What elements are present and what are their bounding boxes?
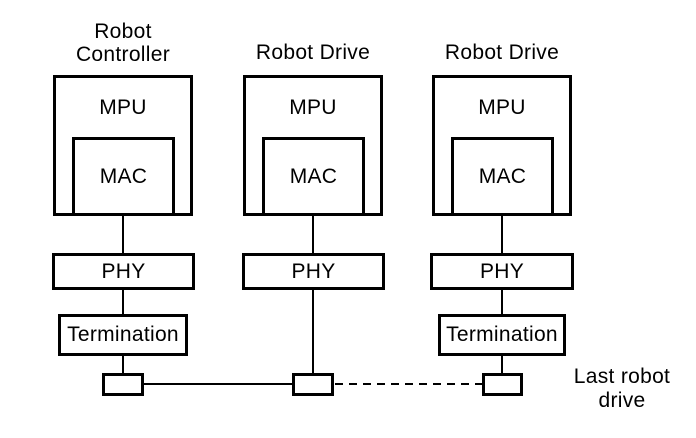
mac-label: MAC	[289, 164, 338, 188]
connector-phy-termination-1	[122, 290, 124, 314]
mac-label: MAC	[99, 164, 148, 188]
last-robot-drive-label-line1: Last robot	[573, 365, 671, 388]
bus-node-3	[482, 373, 523, 396]
termination-label: Termination	[446, 323, 558, 346]
mpu-box-controller: MPU MAC	[53, 75, 193, 216]
phy-label: PHY	[479, 259, 525, 283]
connector-phy-termination-3	[501, 290, 503, 314]
bus-node-1	[102, 373, 144, 396]
mac-box-drive-2: MAC	[451, 137, 554, 216]
connector-mpu-phy-2	[312, 216, 314, 253]
mpu-box-drive-1: MPU MAC	[243, 75, 383, 216]
mpu-label-area: MPU	[435, 78, 569, 137]
robot-controller-title: Robot Controller	[53, 20, 193, 66]
phy-box-controller: PHY	[52, 253, 195, 290]
connector-termination-node-3	[501, 356, 503, 373]
mac-box-drive-1: MAC	[262, 137, 365, 216]
termination-box-controller: Termination	[58, 314, 188, 356]
mpu-label-area: MPU	[56, 78, 190, 137]
connector-termination-node-1	[122, 356, 124, 373]
termination-box-drive-2: Termination	[438, 314, 566, 356]
bus-node-2	[292, 373, 334, 396]
robot-drive-title-1: Robot Drive	[243, 41, 383, 64]
robot-controller-title-line2: Controller	[75, 43, 171, 66]
phy-box-drive-2: PHY	[430, 253, 574, 290]
bus-line-dashed	[335, 383, 482, 385]
phy-box-drive-1: PHY	[242, 253, 385, 290]
mac-label: MAC	[478, 164, 527, 188]
connector-phy-node-2	[312, 290, 314, 373]
robot-drive-title-2-text: Robot Drive	[444, 41, 560, 64]
mac-box-controller: MAC	[72, 137, 175, 216]
robot-controller-title-line1: Robot	[94, 20, 152, 43]
mpu-label: MPU	[478, 95, 526, 119]
bus-line-solid	[144, 383, 292, 385]
connector-mpu-phy-1	[122, 216, 124, 253]
robot-drive-title-2: Robot Drive	[432, 41, 572, 64]
mpu-label: MPU	[289, 95, 337, 119]
last-robot-drive-label: Last robot drive	[557, 365, 687, 413]
mpu-box-drive-2: MPU MAC	[432, 75, 572, 216]
last-robot-drive-label-line2: drive	[598, 389, 646, 412]
connector-mpu-phy-3	[501, 216, 503, 253]
mpu-label-area: MPU	[246, 78, 380, 137]
phy-label: PHY	[101, 259, 146, 283]
phy-label: PHY	[291, 259, 336, 283]
mpu-label: MPU	[99, 95, 147, 119]
robot-drive-title-1-text: Robot Drive	[255, 41, 371, 64]
termination-label: Termination	[67, 323, 179, 346]
